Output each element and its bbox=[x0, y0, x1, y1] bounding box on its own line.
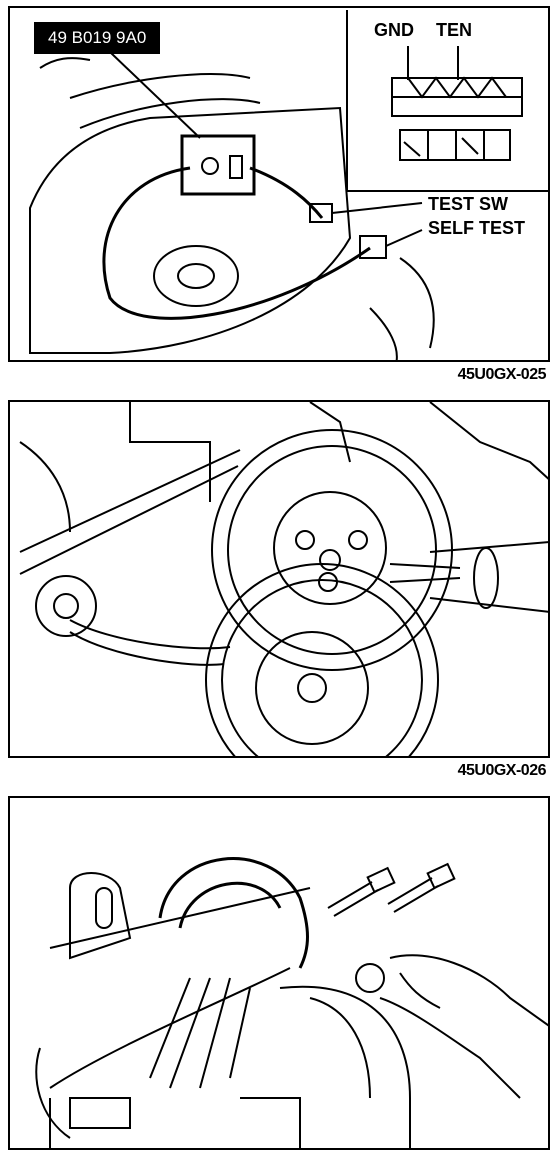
figure2-caption: 45U0GX-026 bbox=[457, 762, 547, 779]
engine-bay-illustration bbox=[29, 51, 435, 360]
drive-belt-illustration bbox=[19, 402, 548, 756]
tool-number-label: 49 B019 9A0 bbox=[34, 22, 161, 54]
figure1-caption: 45U0GX-025 bbox=[457, 366, 547, 383]
bracket-bolts-illustration bbox=[35, 857, 548, 1148]
connector-inset: GND TEN bbox=[346, 10, 548, 192]
test-sw-callout: TEST SW bbox=[428, 194, 508, 214]
self-test-callout: SELF TEST bbox=[428, 218, 526, 238]
diagnosis-connector-drawing bbox=[391, 46, 523, 161]
figure-self-test-connection: 49 B019 9A0 GND TEN TEST SW SELF TEST bbox=[8, 6, 550, 362]
ten-label: TEN bbox=[436, 20, 472, 40]
gnd-label: GND bbox=[374, 20, 414, 40]
figure-bracket-bolts bbox=[8, 796, 550, 1150]
figure-drive-belt bbox=[8, 400, 550, 758]
